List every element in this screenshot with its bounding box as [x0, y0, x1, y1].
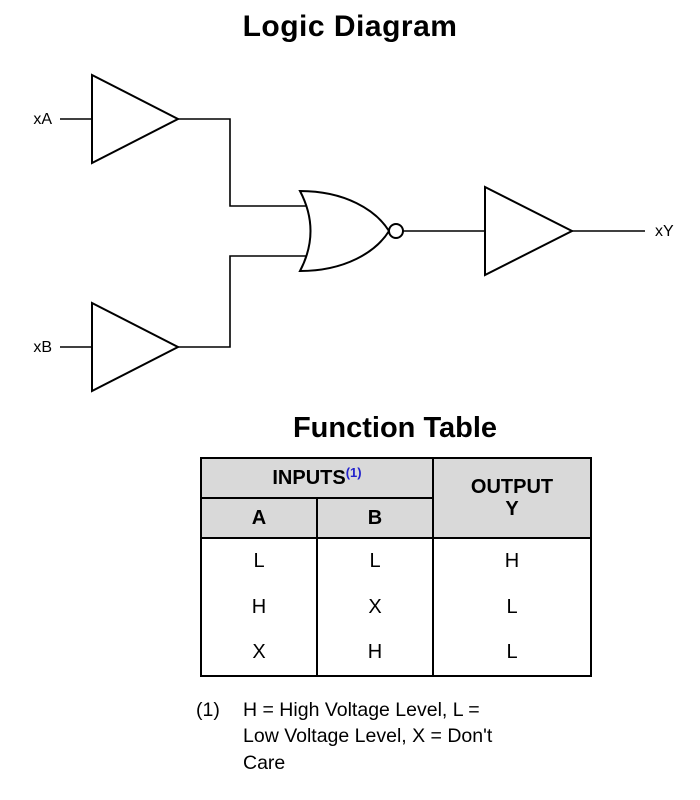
table-header-row-1: INPUTS(1) OUTPUT Y — [200, 457, 592, 539]
cell-a: H — [200, 584, 318, 630]
footnote-ref: (1) — [196, 699, 220, 721]
footnote: (1) H = High Voltage Level, L = Low Volt… — [196, 697, 700, 776]
table-row: L L H — [200, 538, 592, 584]
table-row: X H L — [200, 630, 592, 676]
table-header-row-2: A B — [200, 497, 591, 539]
input-a-label: xA — [33, 111, 52, 128]
page: Logic Diagram xA xB xY — [33, 10, 700, 776]
inputs-header-label: INPUTS — [272, 466, 346, 489]
cell-b: L — [316, 538, 434, 584]
nor-gate-body — [298, 189, 391, 273]
cell-b: H — [316, 630, 434, 676]
output-header-sub-label: Y — [505, 498, 519, 520]
input-b-label: xB — [33, 339, 52, 356]
buffer-b-triangle — [91, 301, 181, 393]
buffer-a-triangle — [91, 73, 181, 165]
inputs-header-cell: INPUTS(1) — [200, 457, 434, 499]
logic-diagram-title: Logic Diagram — [242, 10, 458, 43]
output-header-cell: OUTPUT Y — [432, 457, 592, 539]
nor-gate-inverter-bubble — [388, 223, 404, 239]
output-header-label: OUTPUT — [470, 476, 554, 498]
function-table: INPUTS(1) OUTPUT Y A B L L H H X L — [200, 457, 592, 677]
col-a-header: A — [200, 497, 318, 539]
buffer-a-output-wire — [178, 118, 310, 207]
cell-y: L — [432, 584, 592, 630]
inputs-footnote-ref-link[interactable]: (1) — [345, 464, 362, 480]
cell-a: L — [200, 538, 318, 584]
cell-y: L — [432, 630, 592, 676]
function-table-title: Function Table — [292, 412, 498, 444]
buffer-b-output-wire — [178, 255, 310, 348]
logic-diagram: xA xB xY — [33, 73, 674, 393]
cell-b: X — [316, 584, 434, 630]
cell-y: H — [432, 538, 592, 584]
table-row: H X L — [200, 584, 592, 630]
col-b-header: B — [316, 497, 434, 539]
output-buffer-triangle — [484, 185, 575, 277]
cell-a: X — [200, 630, 318, 676]
footnote-text: H = High Voltage Level, L = Low Voltage … — [243, 699, 493, 774]
output-label: xY — [655, 223, 674, 240]
